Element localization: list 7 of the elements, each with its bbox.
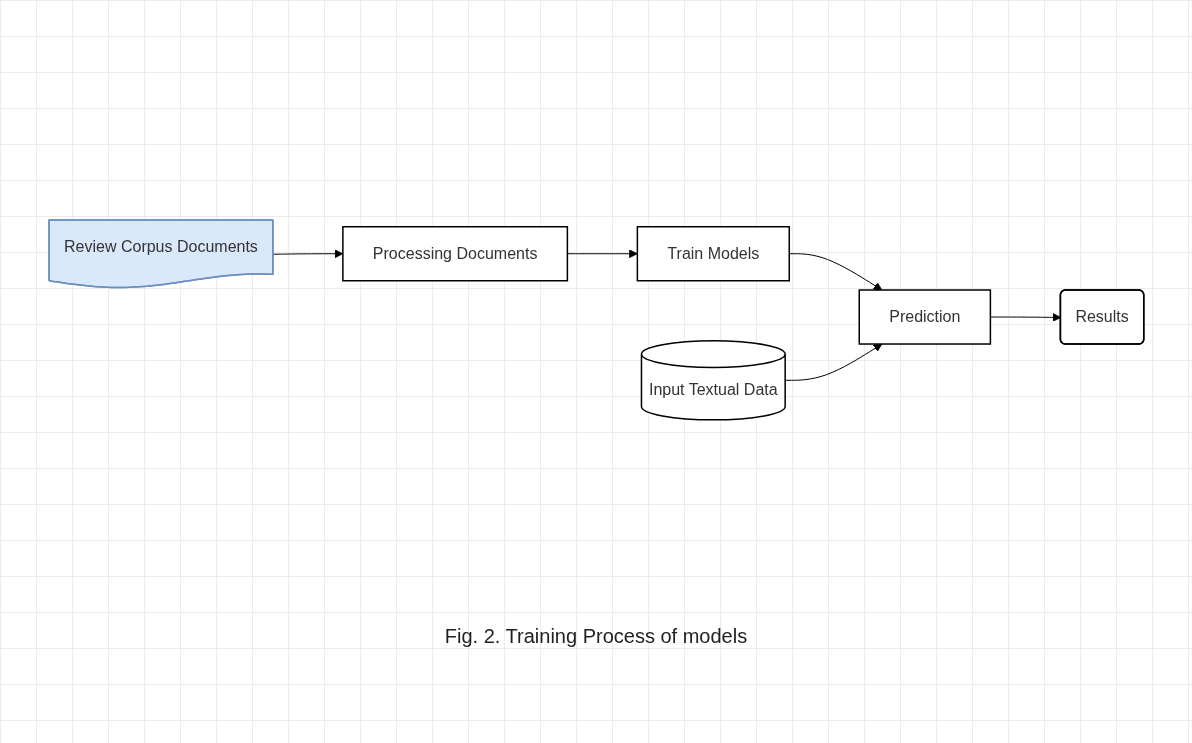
node-box: Prediction [858, 289, 991, 345]
figure-caption: Fig. 2. Training Process of models [444, 625, 748, 647]
arrow [272, 249, 343, 259]
arrow [788, 253, 882, 291]
node-box: Processing Documents [341, 226, 568, 282]
node-box: Train Models [636, 226, 790, 282]
arrow [784, 343, 882, 381]
